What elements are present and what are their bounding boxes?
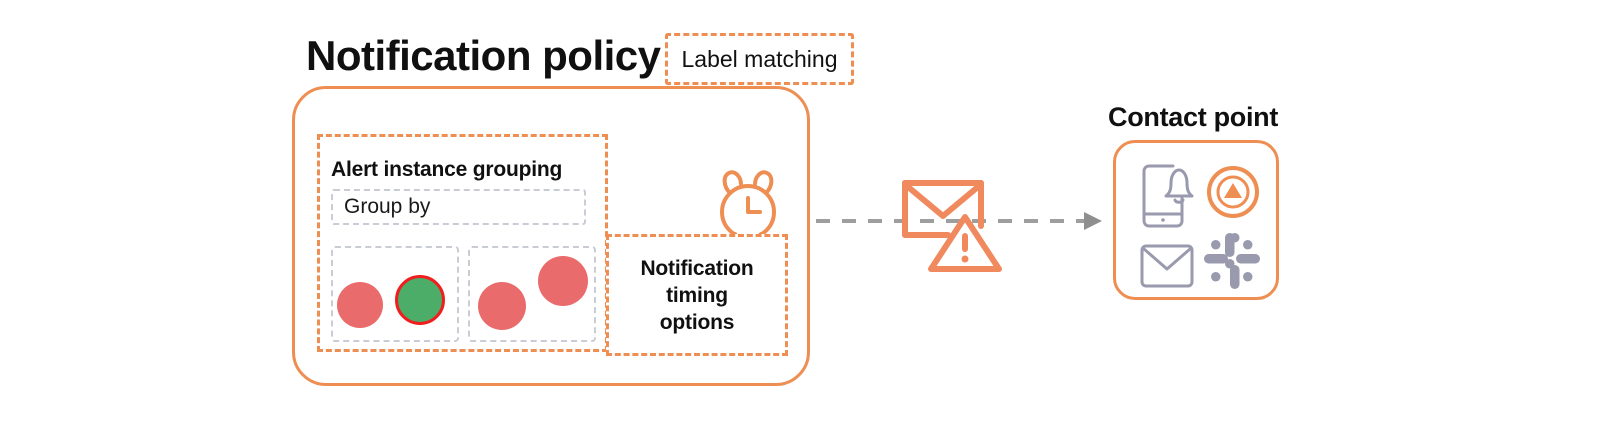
alert-instance-dot-firing [478, 282, 526, 330]
label-matching-chip: Label matching [665, 33, 854, 85]
timing-line-1: Notification [640, 256, 754, 280]
page-title-contact-point: Contact point [1108, 102, 1279, 132]
alert-instance-dot-firing [337, 282, 383, 328]
mail-icon [1139, 243, 1195, 289]
page-title-notification-policy: Notification policy [306, 32, 661, 79]
slack-icon [1203, 232, 1261, 290]
phone-bell-icon [1139, 162, 1195, 228]
pagerduty-icon [1206, 165, 1260, 219]
group-by-value: Group by [344, 195, 431, 218]
alert-instance-dot-firing [538, 256, 588, 306]
label-matching-text: Label matching [681, 45, 838, 72]
notification-timing-options-text: Notification timing options [640, 255, 753, 336]
alert-instance-grouping-label: Alert instance grouping [331, 158, 563, 181]
notification-timing-options-box: Notification timing options [606, 234, 788, 356]
group-by-field[interactable]: Group by [331, 189, 586, 225]
alert-instance-dot-resolved [395, 275, 445, 325]
timing-line-3: options [659, 310, 735, 334]
dashed-arrow-icon [816, 212, 1102, 230]
timing-line-2: timing [666, 283, 728, 307]
mail-alert-icon [896, 164, 1006, 276]
